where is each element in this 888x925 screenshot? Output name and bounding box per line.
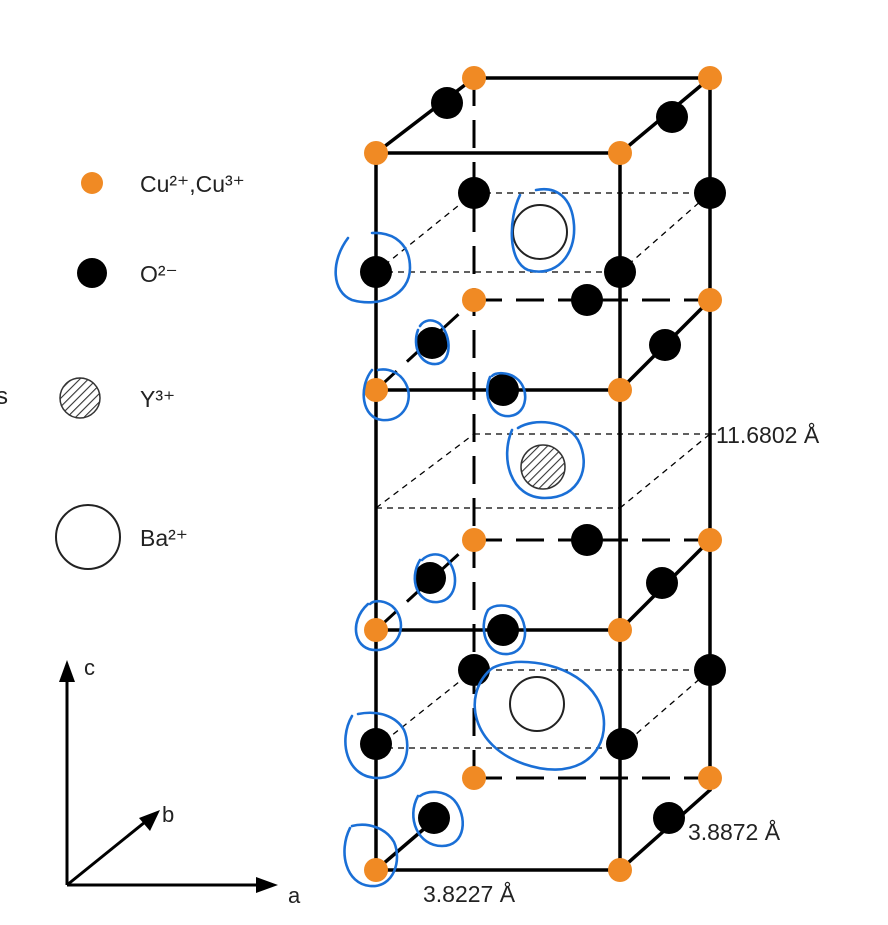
legend-o-label: O²⁻ xyxy=(140,261,178,287)
c-length-label: 11.6802 Å xyxy=(716,421,820,448)
oxygen-ion xyxy=(606,728,638,760)
y-ion xyxy=(520,444,566,490)
oxygen-ion xyxy=(653,802,685,834)
copper-ion xyxy=(608,618,632,642)
annotation-circle xyxy=(344,711,409,780)
cell-thin-dashed-planes xyxy=(375,192,720,749)
annotation-circle xyxy=(343,823,399,888)
copper-ion xyxy=(364,858,388,882)
oxygen-ion xyxy=(649,329,681,361)
oxygen-ions xyxy=(360,87,726,834)
axis-c-label: c xyxy=(84,655,95,680)
oxygen-ion xyxy=(656,101,688,133)
copper-ion xyxy=(608,141,632,165)
copper-ion xyxy=(698,288,722,312)
copper-ion xyxy=(462,66,486,90)
ba-ion-lower xyxy=(509,676,565,732)
oxygen-ion xyxy=(360,728,392,760)
axis-a-label: a xyxy=(288,883,301,908)
legend-cu-marker xyxy=(81,172,103,194)
copper-ion xyxy=(608,858,632,882)
oxygen-ion xyxy=(418,802,450,834)
oxygen-ion xyxy=(360,256,392,288)
annotation-circle xyxy=(412,790,464,848)
legend-ba-label: Ba²⁺ xyxy=(140,525,188,551)
oxygen-ion xyxy=(694,177,726,209)
annotation-circle xyxy=(362,368,411,422)
annotation-circle xyxy=(510,187,576,273)
annotation-circle xyxy=(482,604,527,656)
oxygen-ion xyxy=(487,374,519,406)
oxygen-ion xyxy=(458,654,490,686)
axis-b-label: b xyxy=(162,802,174,827)
oxygen-ion xyxy=(487,614,519,646)
b-length-label: 3.8872 Å xyxy=(688,818,781,845)
copper-ion xyxy=(462,766,486,790)
copper-ion xyxy=(608,378,632,402)
oxygen-ion xyxy=(646,567,678,599)
handwritten-annotations xyxy=(334,187,606,888)
legend-o-marker xyxy=(77,258,107,288)
oxygen-ion xyxy=(458,177,490,209)
annotation-circle xyxy=(485,371,527,418)
oxygen-ion xyxy=(416,327,448,359)
copper-ion xyxy=(364,378,388,402)
copper-ions xyxy=(364,66,722,882)
copper-ion xyxy=(698,528,722,552)
copper-ion xyxy=(462,528,486,552)
legend-y-marker xyxy=(59,377,101,419)
a-length-label: 3.8227 Å xyxy=(423,880,516,907)
copper-ion xyxy=(698,766,722,790)
annotation-circle xyxy=(354,599,403,652)
copper-ion xyxy=(364,141,388,165)
copper-ion xyxy=(364,618,388,642)
annotation-circle xyxy=(473,660,606,771)
annotation-circle xyxy=(334,231,412,304)
annotation-circle xyxy=(414,319,450,366)
annotation-circle xyxy=(505,420,585,500)
oxygen-ion xyxy=(414,562,446,594)
legend-y-label: Y³⁺ xyxy=(140,386,175,412)
edge-mark-l: l xyxy=(0,424,1,451)
edge-mark-s: s xyxy=(0,383,8,410)
copper-ion xyxy=(698,66,722,90)
legend-cu-label: Cu²⁺,Cu³⁺ xyxy=(140,171,245,197)
ba-ion-upper xyxy=(512,204,568,260)
oxygen-ion xyxy=(571,524,603,556)
copper-ion xyxy=(462,288,486,312)
legend-ba-marker xyxy=(55,504,121,570)
axes-indicator xyxy=(59,660,278,893)
annotation-circle xyxy=(413,553,457,604)
oxygen-ion xyxy=(604,256,636,288)
oxygen-ion xyxy=(571,284,603,316)
oxygen-ion xyxy=(694,654,726,686)
oxygen-ion xyxy=(431,87,463,119)
